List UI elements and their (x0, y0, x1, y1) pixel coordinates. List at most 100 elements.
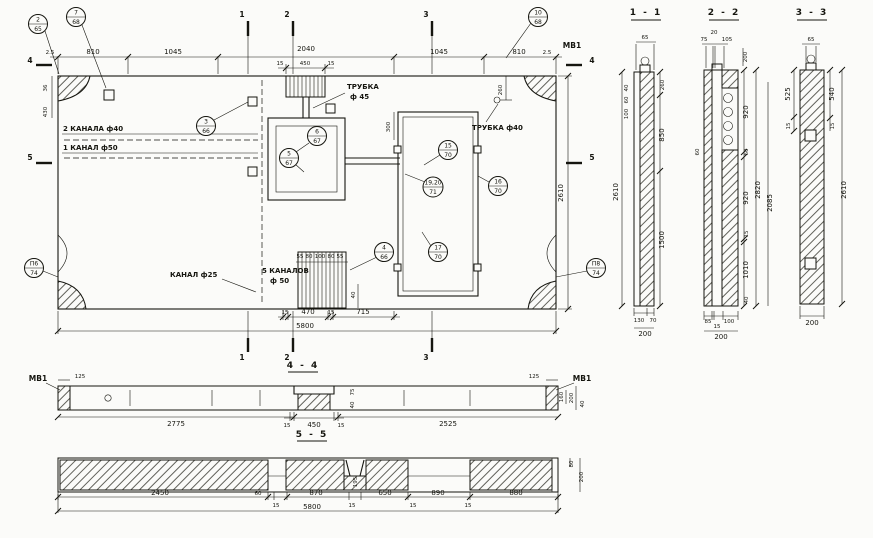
section-mark-2: 2 (284, 353, 289, 362)
dim-label: 15 (349, 503, 356, 509)
dim-label: 100 (724, 319, 735, 325)
dim-label: 195 (353, 476, 359, 487)
dim-label: 1010 (742, 261, 750, 279)
dim-label: 160 (559, 391, 565, 402)
section-title-3-3: 3 - 3 (796, 8, 829, 18)
label-mv1: МВ1 (573, 374, 591, 383)
dim-label: 2610 (557, 184, 565, 202)
dim-label: 40 (351, 291, 357, 298)
label-5-channels: 5 КАНАЛОВ (262, 267, 309, 275)
label-tube: ТРУБКА (347, 83, 379, 91)
label-mv1: МВ1 (563, 41, 581, 50)
dim-label: 200 (714, 333, 727, 341)
dim-label: 60 (695, 148, 701, 155)
section-title-5-5: 5 - 5 (296, 430, 329, 440)
section-title-2-2: 2 - 2 (708, 8, 741, 18)
dim-label: 890 (431, 489, 444, 497)
dim-label: 15 (328, 61, 335, 67)
dim-label: 850 (658, 128, 666, 141)
callout-sheet: 68 (72, 19, 80, 26)
section-mark-4: 4 (27, 56, 32, 65)
callout-position: 15 (444, 143, 452, 150)
callout-position: 17 (434, 245, 442, 252)
section-cut-marks: 1 2 3 1 2 3 4 4 5 5 (27, 10, 594, 362)
callout-16: 16 70 (488, 176, 508, 196)
callout-position: 19,20 (424, 180, 441, 187)
dim-label: 450 (300, 61, 311, 67)
section-1-1: 1 - 1 65 40 60 100 2610 260 850 1500 130… (612, 8, 666, 338)
section-title-4-4: 4 - 4 (287, 361, 320, 371)
dim-label: 100 (624, 108, 630, 119)
channel-centerlines (64, 80, 263, 305)
dim-label: 2.5 (46, 50, 55, 56)
dim-label: 200 (743, 51, 749, 62)
dim-label: 200 (569, 392, 575, 403)
callout-position: 10 (534, 10, 542, 17)
plan-dimension-lines (50, 53, 572, 335)
dim-label: 60 (255, 491, 262, 497)
dim-label: 15 (284, 423, 291, 429)
section-mark-5: 5 (27, 153, 32, 162)
dim-label: 60 (744, 148, 750, 155)
dim-label: 100 (315, 254, 326, 260)
dim-label: 920 (742, 191, 750, 204)
dim-label: 15 (273, 503, 280, 509)
dim-label: 15 (786, 122, 792, 129)
dim-label: 200 (805, 319, 818, 327)
dim-label: 15 (410, 503, 417, 509)
dim-label: 450 (307, 421, 320, 429)
dim-label: 75 (350, 388, 356, 395)
dim-label: 125 (529, 374, 540, 380)
callout-sheet: 74 (30, 270, 38, 277)
dim-label: 715 (356, 308, 369, 316)
section-mark-1: 1 (239, 10, 244, 19)
label-mv1: МВ1 (29, 374, 47, 383)
callout-sheet: 74 (592, 270, 600, 277)
section-mark-3: 3 (423, 353, 428, 362)
dim-label: 75 (701, 37, 708, 43)
dim-label: 40 (350, 401, 356, 408)
dim-label: 60 (624, 96, 630, 103)
callout-sheet: 65 (34, 26, 42, 33)
callout-position: 4 (382, 245, 386, 252)
section-2-2: 2 - 2 75 20 105 200 920 60 920 15 1010 4… (695, 8, 774, 341)
section-3-3: 3 - 3 65 525 15 540 15 2610 200 (784, 8, 848, 327)
callout-sheet: 71 (429, 189, 437, 196)
callout-3: 3 66 (196, 116, 216, 136)
dim-label: 40 (744, 296, 750, 303)
dim-label: 15 (714, 324, 721, 330)
dim-label: 80 (306, 254, 313, 260)
dim-label: 15 (744, 230, 750, 237)
callout-position: 3 (204, 119, 208, 126)
callout-17: 17 70 (428, 242, 448, 262)
callout-position: 5 (287, 151, 291, 158)
dim-label: 200 (638, 330, 651, 338)
section-mark-5: 5 (589, 153, 594, 162)
dim-label: 40 (624, 84, 630, 91)
dim-label-overall: 5800 (303, 503, 321, 511)
callout-sheet: 66 (202, 128, 210, 135)
dim-label: 2775 (167, 420, 185, 428)
callout-sheet: 70 (494, 188, 502, 195)
dim-label: 65 (808, 37, 815, 43)
dim-label: 920 (742, 105, 750, 118)
label-1-channel-50: 1 КАНАЛ ф50 (63, 144, 118, 152)
section-mark-1: 1 (239, 353, 244, 362)
dim-label: 55 (337, 254, 344, 260)
callout-7: 7 68 (66, 7, 86, 27)
dim-label: 870 (309, 489, 322, 497)
dim-label: 1500 (658, 231, 666, 249)
callout-sheet: 70 (434, 254, 442, 261)
section-4-4: 4 - 4 МВ1 125 МВ1 125 15 450 15 75 40 16… (29, 361, 591, 429)
dim-label: 300 (386, 121, 392, 132)
dim-label: 105 (722, 37, 733, 43)
callout-position: 7 (74, 10, 78, 17)
callout-5: 5 67 (279, 148, 299, 168)
dim-label: 880 (509, 489, 522, 497)
callout-6: 6 67 (307, 126, 327, 146)
callout-sheet: 67 (285, 160, 293, 167)
dim-label: 40 (580, 400, 586, 407)
callout-19-20: 19,20 71 (422, 176, 444, 198)
dim-label: 85 (705, 319, 712, 325)
dim-label: 2085 (766, 194, 774, 212)
